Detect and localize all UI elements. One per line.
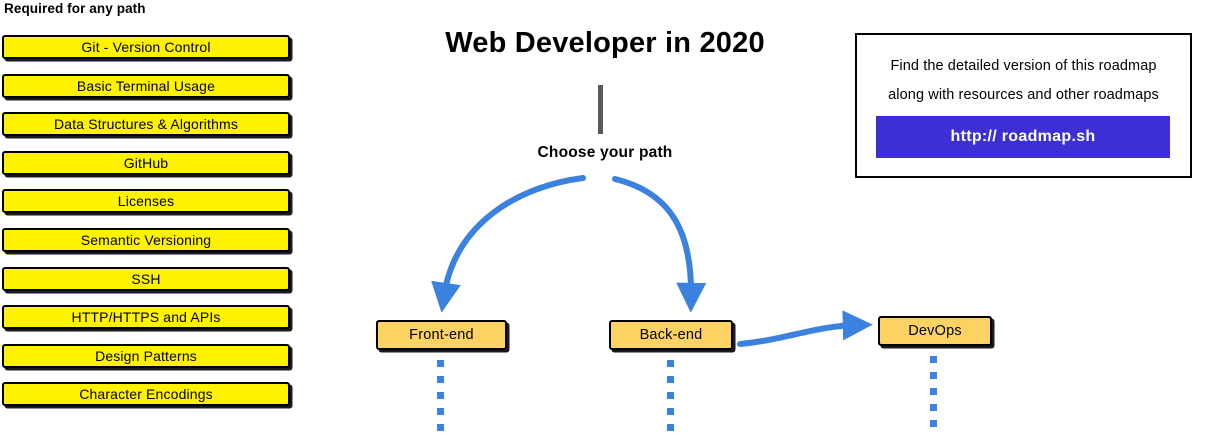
trail-dot [667, 408, 674, 415]
required-item-label: Design Patterns [95, 347, 197, 364]
trail-dot [667, 392, 674, 399]
roadmap-url-button[interactable]: http:// roadmap.sh [876, 116, 1170, 158]
path-node-devops[interactable]: DevOps [878, 316, 992, 346]
choose-path-label: Choose your path [537, 144, 673, 161]
required-item-http-apis[interactable]: HTTP/HTTPS and APIs [2, 305, 290, 330]
path-node-back-end[interactable]: Back-end [609, 320, 733, 350]
path-node-label: Front-end [409, 326, 474, 343]
trail-dot [930, 404, 937, 411]
required-item-label: GitHub [123, 154, 169, 171]
required-item-label: SSH [131, 270, 161, 287]
trail-dot [930, 356, 937, 363]
path-node-label: Back-end [639, 326, 703, 343]
required-item-label: HTTP/HTTPS and APIs [71, 309, 221, 326]
arrow-to-frontend [431, 175, 586, 313]
trail-dot [437, 392, 444, 399]
required-item-github[interactable]: GitHub [2, 150, 290, 175]
required-item-git[interactable]: Git - Version Control [2, 35, 290, 59]
page-title: Web Developer in 2020 [445, 27, 765, 59]
trail-dot [930, 372, 937, 379]
arrow-to-backend [612, 176, 707, 313]
info-text-line-2: along with resources and other roadmaps [888, 87, 1159, 103]
required-section-heading: Required for any path [4, 1, 146, 16]
trail-dot [667, 360, 674, 367]
info-text-line-1: Find the detailed version of this roadma… [890, 58, 1157, 74]
dotted-trail-devops [930, 356, 937, 436]
required-item-label: Git - Version Control [81, 39, 211, 55]
required-item-label: Character Encodings [79, 386, 213, 403]
arrow-backend-to-devops [737, 310, 873, 347]
trail-dot [930, 420, 937, 427]
trail-dot [667, 424, 674, 431]
required-item-data-structures[interactable]: Data Structures & Algorithms [2, 112, 290, 137]
required-item-label: Licenses [117, 193, 175, 210]
required-item-semantic-versioning[interactable]: Semantic Versioning [2, 227, 290, 252]
trail-dot [930, 388, 937, 395]
trail-dot [667, 376, 674, 383]
path-node-label: DevOps [908, 322, 962, 339]
required-item-label: Basic Terminal Usage [76, 77, 216, 94]
trail-dot [437, 376, 444, 383]
required-item-label: Semantic Versioning [80, 231, 212, 248]
roadmap-url-label: http:// roadmap.sh [950, 128, 1096, 145]
info-callout-box: Find the detailed version of this roadma… [855, 33, 1192, 178]
title-stem-line [598, 85, 603, 134]
required-item-character-encodings[interactable]: Character Encodings [2, 382, 290, 407]
required-item-ssh[interactable]: SSH [2, 266, 290, 291]
required-item-terminal[interactable]: Basic Terminal Usage [2, 73, 290, 98]
trail-dot [437, 408, 444, 415]
required-item-design-patterns[interactable]: Design Patterns [2, 343, 290, 368]
dotted-trail-front-end [437, 360, 444, 436]
dotted-trail-back-end [667, 360, 674, 436]
required-items-list: Git - Version Control Basic Terminal Usa… [2, 35, 290, 421]
required-item-label: Data Structures & Algorithms [54, 116, 238, 133]
path-node-front-end[interactable]: Front-end [376, 320, 507, 350]
required-item-licenses[interactable]: Licenses [2, 189, 290, 214]
trail-dot [437, 424, 444, 431]
trail-dot [437, 360, 444, 367]
